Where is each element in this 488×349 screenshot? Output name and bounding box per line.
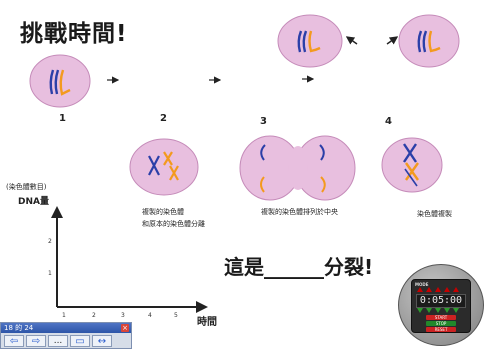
slide-title: 挑戰時間! xyxy=(20,21,128,47)
daughter-cell-left xyxy=(277,14,343,68)
chromosome-blue xyxy=(403,143,417,163)
chromosome-blue xyxy=(54,69,60,95)
timer-down-buttons[interactable] xyxy=(417,308,459,313)
triangle-up-icon[interactable] xyxy=(417,287,423,292)
dna-graph xyxy=(51,206,208,313)
chromosome-orange xyxy=(405,162,419,181)
arrow-left-icon[interactable]: ⇦ xyxy=(4,335,24,347)
cell-stage-1 xyxy=(29,54,91,108)
timer-up-buttons[interactable] xyxy=(417,287,459,292)
pen-icon[interactable]: ↔ xyxy=(92,335,112,347)
chromosome-orange xyxy=(163,151,173,166)
chromosome-orange xyxy=(308,30,321,53)
triangle-up-icon[interactable] xyxy=(444,287,450,292)
screen-icon[interactable]: ▭ xyxy=(70,335,90,347)
y-tick-label: 2 xyxy=(48,238,52,245)
nav-buttons: ⇦ ⇨ ... ▭ ↔ xyxy=(4,335,112,347)
triangle-up-icon[interactable] xyxy=(435,287,441,292)
chromosome-blue xyxy=(417,30,423,53)
triangle-down-icon[interactable] xyxy=(417,308,423,313)
chromosome-blue xyxy=(148,155,160,176)
chromosome-blue xyxy=(297,30,303,53)
chromosome-orange xyxy=(428,30,441,53)
timer-start-button[interactable]: START xyxy=(426,315,456,320)
arrow-right-icon[interactable]: ⇨ xyxy=(26,335,46,347)
x-tick-label: 5 xyxy=(174,312,178,319)
question-text: 這是______分裂! xyxy=(224,255,374,279)
stage-number-1: 1 xyxy=(59,113,66,124)
stage-number-4: 4 xyxy=(385,116,392,127)
timer-mode-label: MODE xyxy=(415,282,429,287)
x-tick-label: 4 xyxy=(148,312,152,319)
stage-number-2: 2 xyxy=(160,113,167,124)
triangle-up-icon[interactable] xyxy=(426,287,432,292)
caption-stage-3: 複製的染色體排列於中央 xyxy=(261,208,338,216)
timer-display: 0:05:00 xyxy=(416,294,466,308)
daughter-cell-right xyxy=(398,14,460,68)
graph-ylabel: DNA量 xyxy=(18,197,49,207)
triangle-down-icon[interactable] xyxy=(435,308,441,313)
chromosome-orange xyxy=(260,176,265,193)
cell-stage-4 xyxy=(381,137,443,193)
chromosome-blue xyxy=(260,144,266,161)
chromosome-blue xyxy=(404,168,418,187)
timer-stop-button[interactable]: STOP xyxy=(426,321,456,326)
x-tick-label: 1 xyxy=(62,312,66,319)
triangle-down-icon[interactable] xyxy=(426,308,432,313)
chromosome-orange xyxy=(59,69,71,96)
chromosome-orange xyxy=(320,176,326,193)
caption-stage-2-line-1: 複製的染色體 xyxy=(142,208,184,216)
triangle-down-icon[interactable] xyxy=(453,308,459,313)
stage-number-3: 3 xyxy=(260,116,267,127)
caption-stage-4: 染色體複製 xyxy=(417,210,452,218)
x-tick-label: 2 xyxy=(92,312,96,319)
graph-ylabel-top: (染色體數目) xyxy=(6,183,47,191)
slide-navigation-panel: 18 的 24 × ⇦ ⇨ ... ▭ ↔ xyxy=(0,322,132,349)
chromosome-blue xyxy=(422,30,428,53)
countdown-timer: MODE 0:05:00 START STOP RESET xyxy=(398,264,484,346)
x-tick-label: 3 xyxy=(121,312,125,319)
cell-stage-3 xyxy=(239,135,356,201)
timer-reset-button[interactable]: RESET xyxy=(426,327,456,332)
arrow-diagonal-icon xyxy=(386,36,399,45)
chromosome-orange xyxy=(169,165,179,181)
chromosome-blue xyxy=(302,30,308,53)
close-icon[interactable]: × xyxy=(121,324,129,332)
arrow-diagonal-icon xyxy=(345,36,358,45)
chromosome-blue xyxy=(319,144,325,161)
graph-xlabel: 時間 xyxy=(197,317,217,328)
triangle-up-icon[interactable] xyxy=(453,287,459,292)
timer-face: MODE 0:05:00 START STOP RESET xyxy=(411,279,471,333)
y-tick-label: 1 xyxy=(48,270,52,277)
triangle-down-icon[interactable] xyxy=(444,308,450,313)
chromosome-blue xyxy=(49,69,55,95)
nav-panel-header: 18 的 24 xyxy=(1,323,131,333)
more-button[interactable]: ... xyxy=(48,335,68,347)
caption-stage-2-line-2: 和原本的染色體分離 xyxy=(142,220,205,228)
cell-stage-2 xyxy=(129,138,199,196)
